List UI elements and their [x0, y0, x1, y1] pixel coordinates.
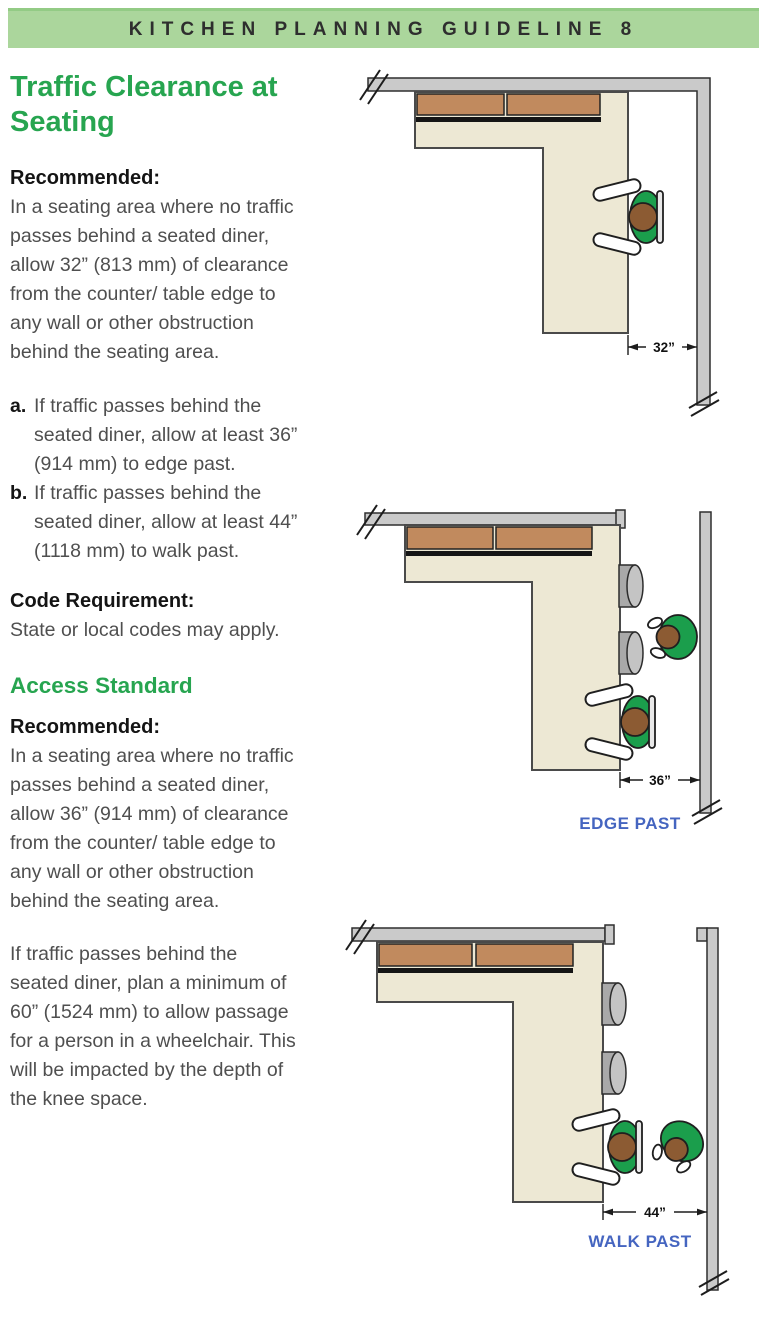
- counter-front-edge: [378, 968, 573, 973]
- diagram-no-traffic: 32”: [340, 60, 768, 440]
- cabinet: [406, 526, 494, 550]
- dimension-label-36: 36”: [649, 773, 671, 788]
- page-header-title: KITCHEN PLANNING GUIDELINE 8: [128, 18, 639, 40]
- edging-person: [645, 614, 698, 661]
- counter-front-edge: [416, 117, 601, 122]
- stool: [601, 1051, 627, 1095]
- wall: [364, 512, 619, 526]
- dimension-44: [602, 1204, 707, 1220]
- cabinet: [416, 93, 505, 116]
- dimension-32: [627, 335, 697, 355]
- list-item-b-marker: b.: [10, 482, 28, 504]
- walking-person: [644, 1112, 713, 1182]
- walk-past-label: WALK PAST: [588, 1232, 691, 1251]
- stool: [601, 982, 627, 1026]
- counter: [414, 91, 629, 334]
- list-item-b: b. If traffic passes behind the seated d…: [10, 479, 300, 566]
- cabinet: [506, 93, 601, 116]
- dimension-label-44: 44”: [644, 1205, 666, 1220]
- wall: [351, 927, 606, 942]
- access-recommended-paragraph: In a seating area where no traffic passe…: [10, 745, 294, 912]
- text-column: Traffic Clearance at Seating Recommended…: [10, 64, 300, 1114]
- diagram-edge-past: 36” EDGE PAST: [340, 470, 768, 865]
- wall: [367, 77, 711, 406]
- cabinet: [475, 943, 574, 967]
- access-standard-title: Access Standard: [10, 673, 193, 698]
- wall-end-cap: [696, 927, 708, 942]
- wall-end-cap: [604, 924, 615, 945]
- wall: [706, 927, 719, 1291]
- dimension-label-32: 32”: [653, 340, 675, 355]
- list-item-a-marker: a.: [10, 395, 27, 417]
- list-item-a-text: If traffic passes behind the seated dine…: [34, 395, 298, 475]
- stool: [618, 564, 644, 608]
- cabinet: [495, 526, 593, 550]
- counter: [376, 941, 604, 1203]
- cabinet: [378, 943, 473, 967]
- code-requirement-text: State or local codes may apply.: [10, 619, 280, 641]
- list-item-b-text: If traffic passes behind the seated dine…: [34, 482, 298, 562]
- wheelchair-paragraph: If traffic passes behind the seated dine…: [10, 943, 296, 1110]
- dimension-36: [619, 772, 700, 788]
- clearance-list: a. If traffic passes behind the seated d…: [10, 392, 300, 566]
- code-requirement-label: Code Requirement:: [10, 590, 195, 612]
- counter-front-edge: [406, 551, 592, 556]
- recommended-paragraph: In a seating area where no traffic passe…: [10, 196, 294, 363]
- edge-past-label: EDGE PAST: [579, 814, 681, 833]
- access-recommended-label: Recommended:: [10, 716, 161, 738]
- recommended-label: Recommended:: [10, 167, 161, 189]
- wall: [699, 511, 712, 814]
- page-header: KITCHEN PLANNING GUIDELINE 8: [8, 8, 759, 48]
- diagram-walk-past: 44” WALK PAST: [340, 880, 768, 1321]
- counter: [404, 524, 621, 771]
- article-title: Traffic Clearance at Seating: [10, 71, 278, 138]
- list-item-a: a. If traffic passes behind the seated d…: [10, 392, 300, 479]
- stool: [618, 631, 644, 675]
